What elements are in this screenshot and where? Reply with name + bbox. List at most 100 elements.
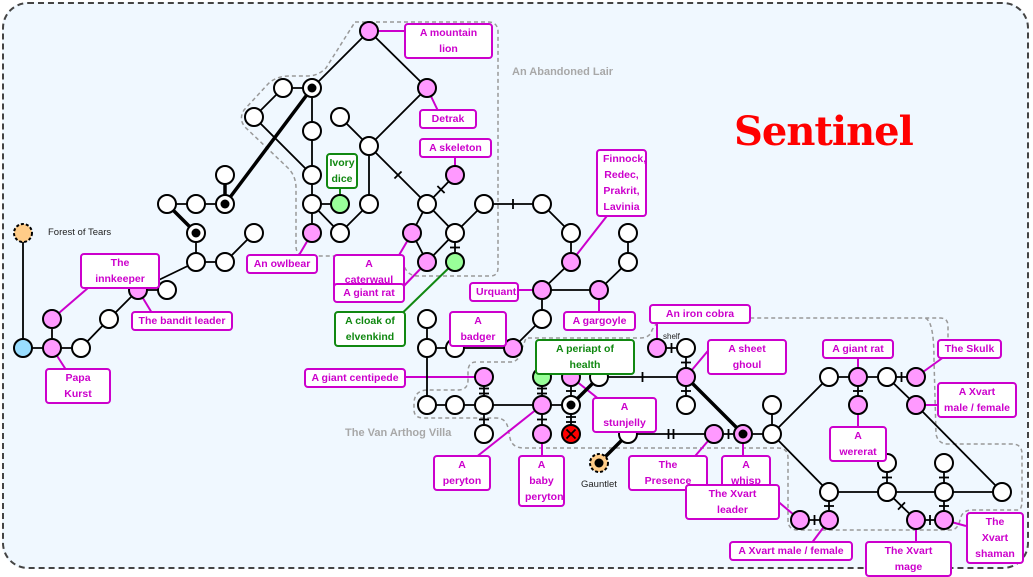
room-node[interactable] bbox=[819, 482, 839, 502]
monster-node[interactable] bbox=[532, 395, 552, 415]
monster-node[interactable] bbox=[790, 510, 810, 530]
monster-node[interactable] bbox=[445, 165, 465, 185]
room-node[interactable] bbox=[819, 367, 839, 387]
item-label[interactable]: A periapt of health bbox=[535, 339, 635, 375]
monster-node[interactable] bbox=[417, 252, 437, 272]
monster-label[interactable]: The Xvart leader bbox=[685, 484, 780, 520]
room-node[interactable] bbox=[71, 338, 91, 358]
monster-label[interactable]: A stunjelly bbox=[592, 397, 657, 433]
room-node[interactable] bbox=[417, 194, 437, 214]
monster-node[interactable] bbox=[532, 280, 552, 300]
monster-label[interactable]: A skeleton bbox=[419, 138, 492, 158]
room-node[interactable] bbox=[532, 194, 552, 214]
monster-label[interactable]: A mountain lion bbox=[404, 23, 493, 59]
monster-node[interactable] bbox=[359, 21, 379, 41]
room-node[interactable] bbox=[359, 136, 379, 156]
room-node[interactable] bbox=[992, 482, 1012, 502]
room-node[interactable] bbox=[359, 194, 379, 214]
room-node[interactable] bbox=[302, 194, 322, 214]
monster-label[interactable]: A peryton bbox=[433, 455, 491, 491]
monster-label[interactable]: Papa Kurst bbox=[45, 368, 111, 404]
room-node[interactable] bbox=[676, 395, 696, 415]
monster-node[interactable] bbox=[906, 367, 926, 387]
monster-node[interactable] bbox=[848, 367, 868, 387]
room-node[interactable] bbox=[302, 165, 322, 185]
monster-node[interactable] bbox=[848, 395, 868, 415]
room-node[interactable] bbox=[877, 482, 897, 502]
monster-label[interactable]: A gargoyle bbox=[563, 311, 636, 331]
monster-node[interactable] bbox=[906, 510, 926, 530]
room-node[interactable] bbox=[445, 223, 465, 243]
room-node[interactable] bbox=[532, 309, 552, 329]
monster-label[interactable]: Urquant bbox=[469, 282, 519, 302]
room-node[interactable] bbox=[934, 453, 954, 473]
room-node[interactable] bbox=[676, 338, 696, 358]
room-node[interactable] bbox=[417, 309, 437, 329]
monster-label[interactable]: A sheet ghoul bbox=[707, 339, 787, 375]
monster-label[interactable]: The bandit leader bbox=[131, 311, 233, 331]
monster-label[interactable]: A badger bbox=[449, 311, 507, 347]
monster-node[interactable] bbox=[704, 424, 724, 444]
monster-label[interactable]: The innkeeper bbox=[80, 253, 160, 289]
monster-node[interactable] bbox=[42, 309, 62, 329]
room-node[interactable] bbox=[157, 194, 177, 214]
monster-node[interactable] bbox=[561, 252, 581, 272]
room-node[interactable] bbox=[273, 78, 293, 98]
room-node[interactable] bbox=[618, 223, 638, 243]
room-node[interactable] bbox=[445, 395, 465, 415]
room-node[interactable] bbox=[186, 252, 206, 272]
room-node[interactable] bbox=[330, 107, 350, 127]
monster-node[interactable] bbox=[906, 395, 926, 415]
monster-node[interactable] bbox=[819, 510, 839, 530]
room-node[interactable] bbox=[302, 121, 322, 141]
room-node[interactable] bbox=[877, 367, 897, 387]
room-node[interactable] bbox=[99, 309, 119, 329]
room-node[interactable] bbox=[330, 223, 350, 243]
monster-node[interactable] bbox=[474, 367, 494, 387]
monster-node[interactable] bbox=[676, 367, 696, 387]
monster-node[interactable] bbox=[503, 338, 523, 358]
exit-node[interactable] bbox=[13, 223, 33, 243]
room-node[interactable] bbox=[474, 194, 494, 214]
monster-label[interactable]: A wererat bbox=[829, 426, 887, 462]
room-node[interactable] bbox=[417, 338, 437, 358]
monster-label[interactable]: A giant rat bbox=[822, 339, 894, 359]
monster-label[interactable]: A giant rat bbox=[333, 283, 405, 303]
monster-node[interactable] bbox=[417, 78, 437, 98]
monster-label[interactable]: The Xvart mage bbox=[865, 541, 952, 577]
monster-node[interactable] bbox=[934, 510, 954, 530]
room-node[interactable] bbox=[215, 252, 235, 272]
monster-label[interactable]: The Skulk bbox=[937, 339, 1002, 359]
room-node[interactable] bbox=[762, 424, 782, 444]
monster-label[interactable]: The Xvart shaman bbox=[966, 512, 1024, 564]
monster-node[interactable] bbox=[532, 424, 552, 444]
room-node[interactable] bbox=[417, 395, 437, 415]
monster-label[interactable]: An iron cobra bbox=[649, 304, 751, 324]
room-node[interactable] bbox=[561, 223, 581, 243]
monster-node[interactable] bbox=[589, 280, 609, 300]
room-node[interactable] bbox=[762, 395, 782, 415]
item-label[interactable]: Ivory dice bbox=[326, 153, 358, 189]
monster-label[interactable]: A baby peryton bbox=[518, 455, 565, 507]
item-node[interactable] bbox=[445, 252, 465, 272]
monster-node[interactable] bbox=[302, 223, 322, 243]
monster-node[interactable] bbox=[402, 223, 422, 243]
room-node[interactable] bbox=[474, 424, 494, 444]
room-node[interactable] bbox=[934, 482, 954, 502]
monster-label[interactable]: An owlbear bbox=[246, 254, 318, 274]
monster-label[interactable]: A Xvart male / female bbox=[937, 382, 1017, 418]
monster-label[interactable]: Detrak bbox=[419, 109, 477, 129]
room-node[interactable] bbox=[618, 252, 638, 272]
monster-node[interactable] bbox=[647, 338, 667, 358]
room-node[interactable] bbox=[244, 107, 264, 127]
monster-label[interactable]: Finnock, Redec, Prakrit, Lavinia bbox=[596, 149, 647, 217]
monster-label[interactable]: A Xvart male / female bbox=[729, 541, 853, 561]
monster-label[interactable]: A giant centipede bbox=[304, 368, 406, 388]
room-node[interactable] bbox=[186, 194, 206, 214]
item-label[interactable]: A cloak of elvenkind bbox=[334, 311, 406, 347]
room-node[interactable] bbox=[244, 223, 264, 243]
item-node[interactable] bbox=[330, 194, 350, 214]
room-node[interactable] bbox=[215, 165, 235, 185]
room-node[interactable] bbox=[157, 280, 177, 300]
room-node[interactable] bbox=[474, 395, 494, 415]
